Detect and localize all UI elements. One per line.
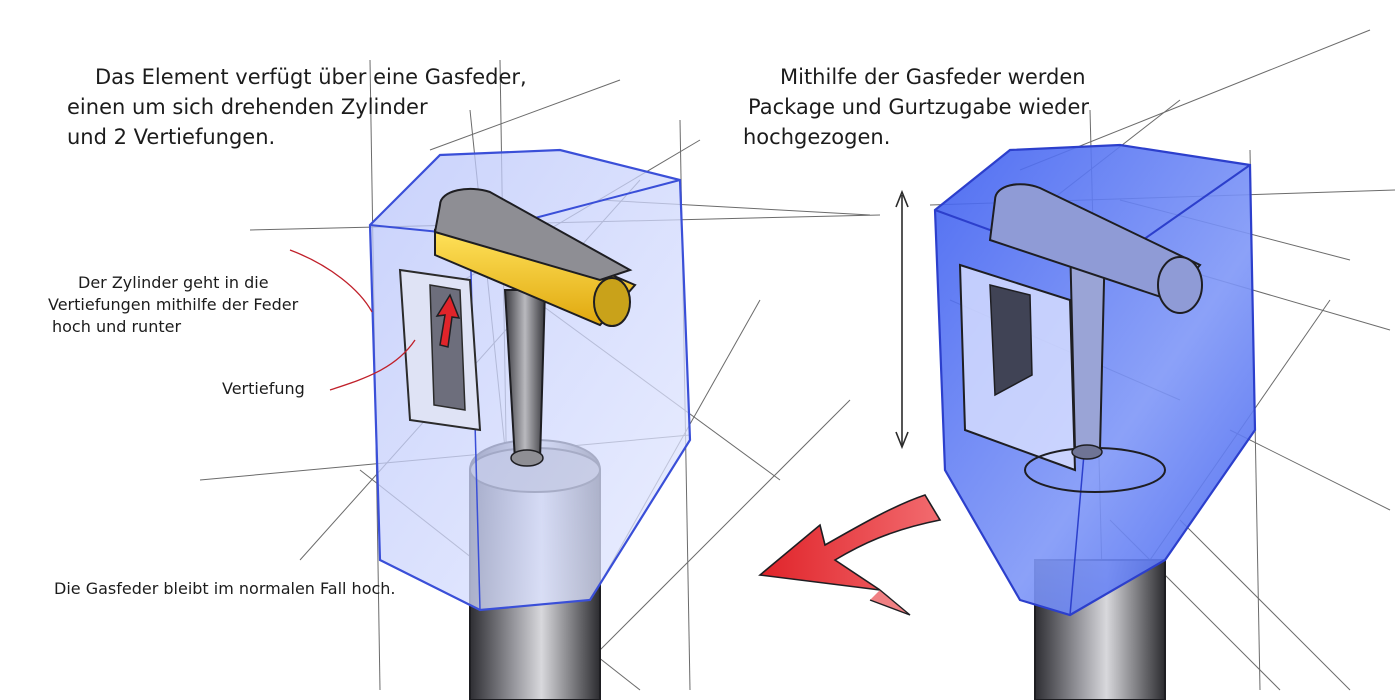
left-piston-rod bbox=[503, 289, 547, 467]
left-caption-line-3: und 2 Vertiefungen. bbox=[67, 125, 276, 149]
right-caption-line-3: hochgezogen. bbox=[743, 125, 891, 149]
annotation-gas-spring: Die Gasfeder bleibt im normalen Fall hoc… bbox=[54, 579, 396, 598]
red-curved-arrow-icon bbox=[758, 494, 942, 616]
annotation-leader-lines bbox=[289, 249, 416, 391]
annotation-cylinder-line-1: Der Zylinder geht in die bbox=[78, 273, 269, 292]
left-rotating-cylinder bbox=[433, 187, 637, 327]
red-up-arrow-icon bbox=[435, 293, 461, 348]
annotation-cylinder-line-3: hoch und runter bbox=[52, 317, 182, 336]
left-caption-line-2: einen um sich drehenden Zylinder bbox=[67, 95, 428, 119]
left-caption-line-1: Das Element verfügt über eine Gasfeder, bbox=[95, 65, 527, 89]
vertical-double-arrow-icon bbox=[895, 189, 909, 450]
right-rotating-cylinder bbox=[988, 183, 1203, 314]
annotation-cylinder-line-2: Vertiefungen mithilfe der Feder bbox=[48, 295, 299, 314]
annotation-recess: Vertiefung bbox=[222, 379, 305, 398]
right-caption-line-1: Mithilfe der Gasfeder werden bbox=[780, 65, 1086, 89]
right-caption-line-2: Package und Gurtzugabe wieder bbox=[748, 95, 1090, 119]
